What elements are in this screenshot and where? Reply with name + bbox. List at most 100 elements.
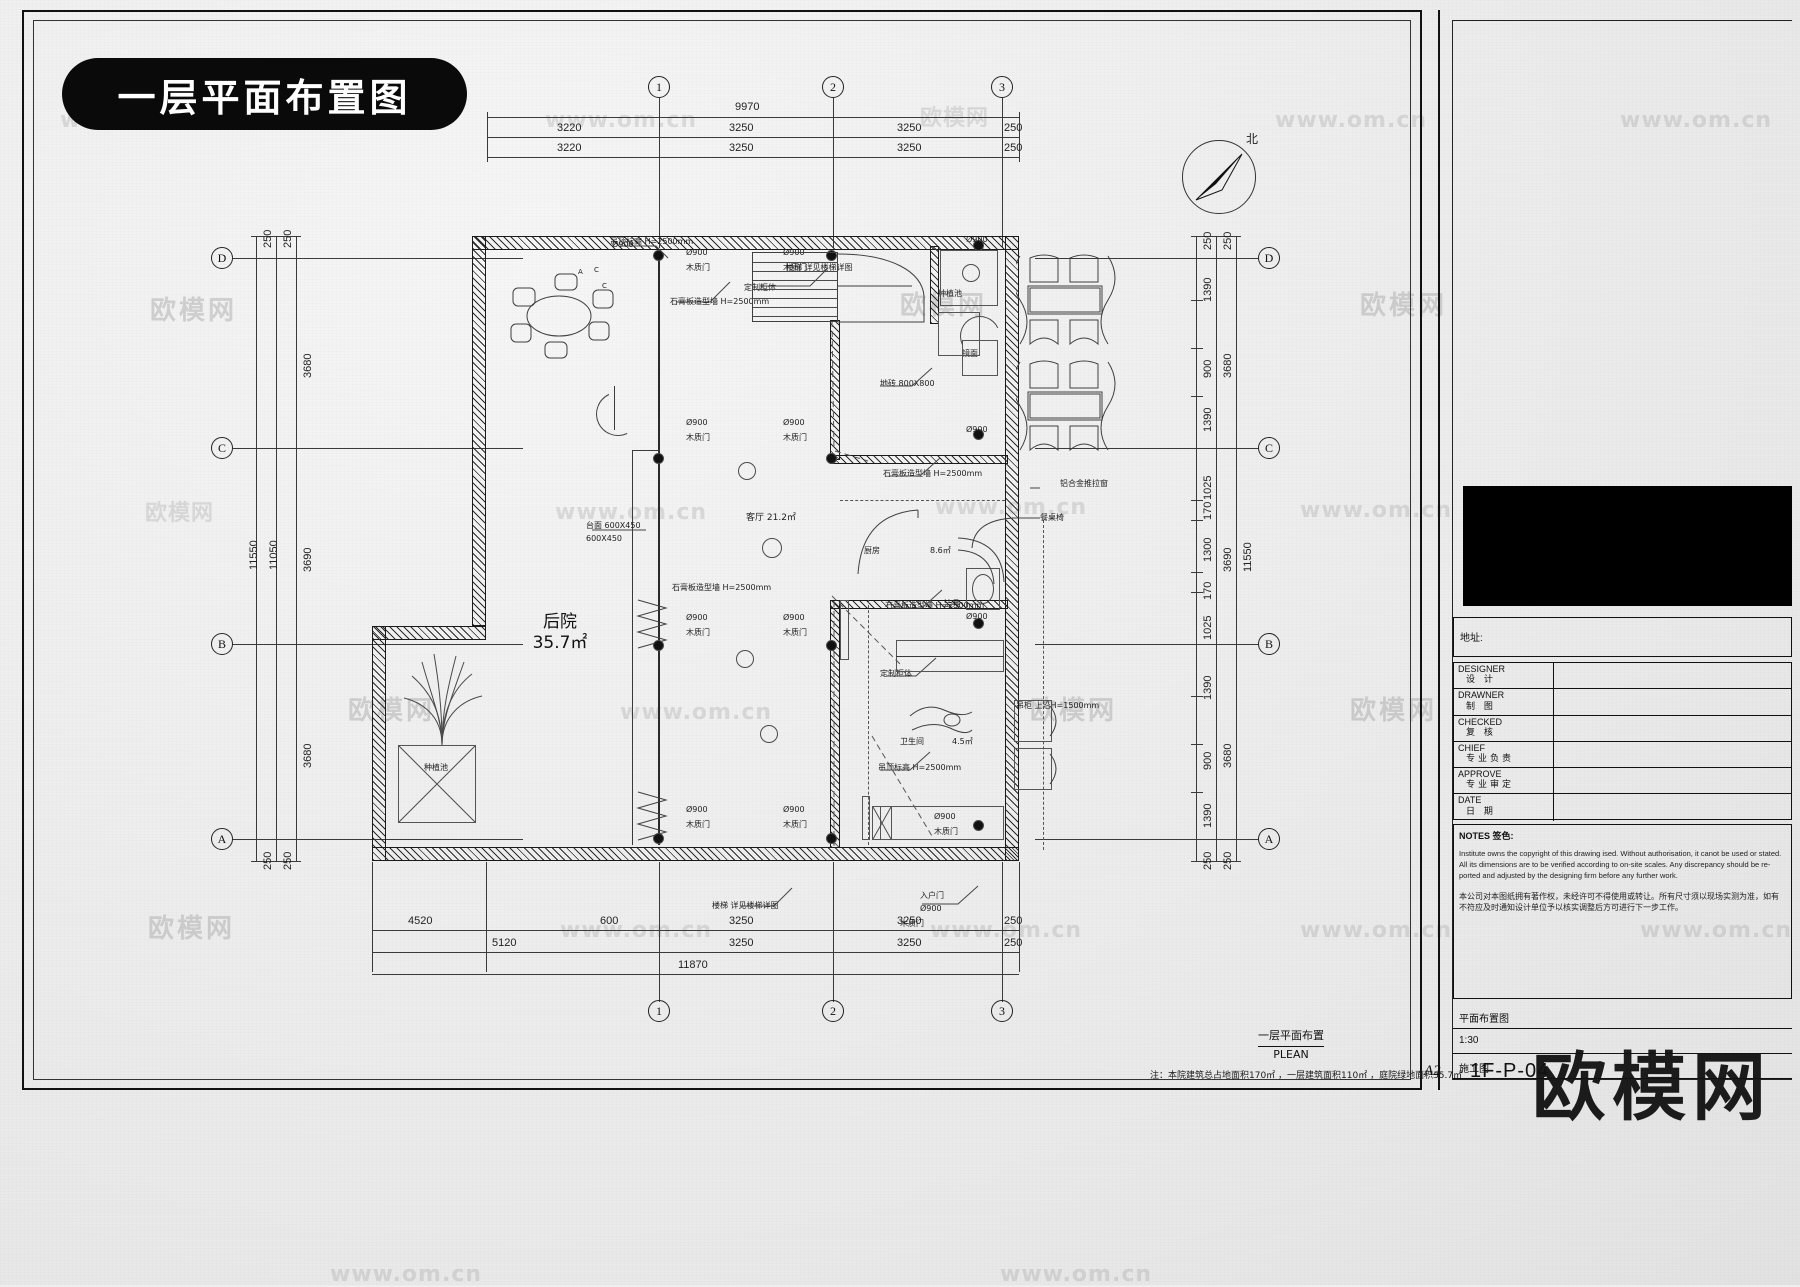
dim-ext-bot-a	[486, 862, 487, 972]
door-tag-5: Ø900	[686, 805, 708, 814]
door-sub-8: 木质门	[783, 628, 807, 637]
grid-bubble-2: 2	[822, 76, 844, 98]
sink-icon	[962, 264, 980, 282]
chief-value[interactable]	[1554, 742, 1791, 767]
door-node-11	[973, 618, 984, 629]
dim-ext-left-bot	[251, 861, 301, 862]
door-tag-9: Ø900	[783, 805, 805, 814]
dim-bot-total: 11870	[678, 959, 708, 971]
counter-end	[862, 796, 870, 840]
dim-right-grp-3680a: 3680	[1222, 353, 1234, 378]
room-area-living: 21.2㎡	[766, 513, 796, 523]
dim-left-250-top-b: 250	[282, 229, 294, 248]
dim-ext-bot-g3	[1002, 862, 1003, 1002]
step-zigzag-2	[636, 791, 668, 841]
notes-en: Institute owns the copyright of this dra…	[1459, 849, 1782, 880]
scale-row: 1:30	[1453, 1029, 1792, 1054]
dim-tick-r9	[1191, 644, 1203, 645]
grid-bubble-D-right: D	[1258, 247, 1280, 269]
dim-bot-r2-1: 3250	[729, 937, 754, 949]
table-row: DATE 日 期	[1454, 794, 1791, 821]
door-node-3	[653, 640, 664, 651]
dim-right-250-b: 250	[1222, 231, 1234, 250]
door-sub-4: 木质门	[686, 628, 710, 637]
dim-ext-g2	[833, 132, 834, 162]
dim-right-1390-2: 1390	[1202, 407, 1214, 432]
approve-value[interactable]	[1554, 768, 1791, 793]
plan-caption-cn: 一层平面布置	[1258, 1028, 1324, 1047]
ceiling-light-3	[736, 650, 754, 668]
plant-icon	[403, 653, 483, 746]
table-row: DESIGNER 设 计	[1454, 663, 1791, 690]
note-cabinet-2: 定制柜体	[880, 669, 912, 678]
door-tag-11: Ø900	[966, 425, 988, 434]
door-tag-8: Ø900	[783, 613, 805, 622]
dim-top-r2-0: 3220	[557, 142, 582, 154]
gridline-C-right	[1035, 448, 1258, 449]
note-floor-1: 地砖 800X800	[880, 379, 935, 388]
dim-tick-r7	[1191, 572, 1203, 573]
grid-bubble-A: A	[211, 828, 233, 850]
room-name-bedroom: 卫生间	[900, 737, 924, 746]
dim-line-right-total	[1236, 236, 1237, 861]
room-area-courtyard: 35.7㎡	[532, 633, 588, 654]
dim-right-1390-3: 1390	[1202, 675, 1214, 700]
row-label-date: DATE 日 期	[1454, 794, 1554, 821]
door-tag-2: Ø900	[686, 248, 708, 257]
grid-bubble-A-right: A	[1258, 828, 1280, 850]
sheet-border-inner	[33, 20, 1411, 1080]
designer-en: DESIGNER	[1458, 664, 1506, 674]
wall-south	[372, 847, 1019, 861]
dim-ext-bot-e	[1019, 862, 1020, 972]
address-field[interactable]: 地址:	[1453, 617, 1792, 657]
sheet-format: A2	[1424, 1063, 1441, 1079]
dining-set-2	[1016, 360, 1116, 452]
appliance-box	[962, 340, 998, 376]
note-dining: 餐桌椅	[1040, 513, 1064, 522]
drawner-value[interactable]	[1554, 689, 1791, 714]
sheet-number: 1F-P-04	[1470, 1060, 1550, 1082]
ceiling-light-4	[760, 725, 778, 743]
dim-right-1390-1: 1390	[1202, 277, 1214, 302]
gridline-D-right	[1035, 258, 1258, 259]
dim-top-r1-3: 250	[1004, 122, 1023, 134]
grid-bubble-1: 1	[648, 76, 670, 98]
note-wall-4: 石膏板造型墙 H=2500mm	[885, 601, 985, 610]
checked-value[interactable]	[1554, 716, 1791, 741]
gridline-2	[833, 98, 834, 248]
dim-tick-r4	[1191, 448, 1203, 449]
dim-bot-r1-3: 3250	[897, 915, 922, 927]
title-block-frame	[1452, 20, 1792, 1080]
dim-right-total: 11550	[1242, 542, 1254, 572]
note-mirror: 镜面	[962, 349, 978, 358]
dashed-ceiling-line	[840, 500, 1005, 501]
planter-box	[398, 745, 476, 823]
grid-bubble-1-bottom: 1	[648, 1000, 670, 1022]
dining-set-1	[1016, 254, 1116, 346]
step-zigzag-1	[636, 599, 668, 649]
grid-bubble-2-bottom: 2	[822, 1000, 844, 1022]
dashed-axis-bath	[868, 600, 869, 845]
stair-landing-arc	[838, 253, 925, 323]
dim-ext-left-A	[271, 839, 301, 840]
dim-right-grp-3680b: 3680	[1222, 743, 1234, 768]
door-node-5	[826, 250, 837, 261]
note-cabinet-h: 吊柜 上沿H=1500mm	[1016, 701, 1100, 710]
room-label-study: 厨房	[864, 545, 880, 556]
date-value[interactable]	[1554, 794, 1791, 820]
kitchen-counter	[940, 250, 998, 306]
address-label: 地址:	[1460, 633, 1483, 644]
door-sub-7: 木质门	[783, 433, 807, 442]
dim-tick-r2	[1191, 348, 1203, 349]
ceiling-light-2	[762, 538, 782, 558]
date-cn: 日 期	[1466, 806, 1496, 817]
door-tag-1: Ø900	[612, 240, 634, 249]
grid-bubble-C: C	[211, 437, 233, 459]
wc-label: 洁具	[944, 599, 960, 608]
drawner-en: DRAWNER	[1458, 690, 1505, 701]
lounge-furniture-group	[510, 273, 614, 359]
grid-bubble-C-right: C	[1258, 437, 1280, 459]
designer-value[interactable]	[1554, 663, 1791, 688]
dim-right-250-d: 250	[1222, 851, 1234, 870]
basin-arc-icon	[957, 537, 1005, 584]
